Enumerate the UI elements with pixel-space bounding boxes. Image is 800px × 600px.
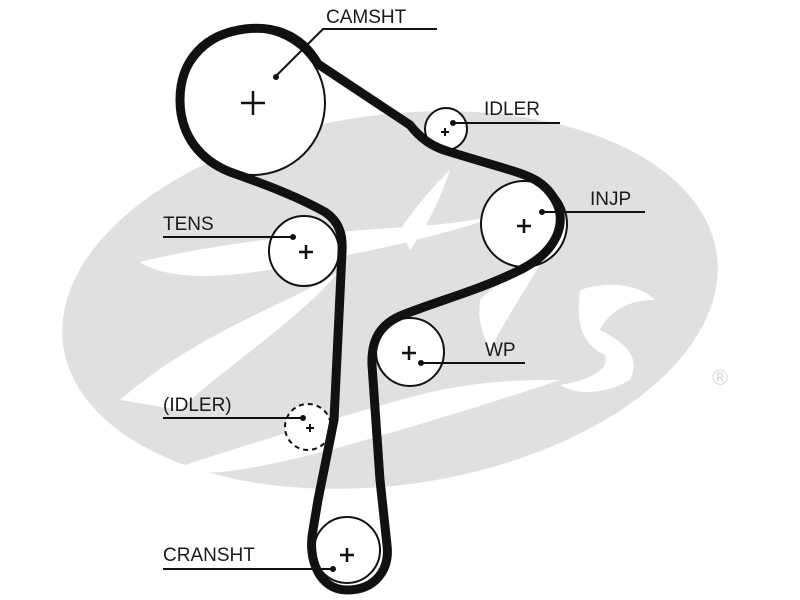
idler-top-center-cross-icon — [441, 128, 449, 136]
optional-idler-leader-dot — [300, 415, 306, 421]
leader-wp — [418, 360, 525, 366]
watermark-stroke-a — [400, 170, 450, 250]
idler-top-leader-dot — [450, 120, 456, 126]
injection-pump-leader-dot — [539, 209, 545, 215]
crankshaft-center-cross-icon — [340, 548, 354, 562]
camshaft-leader-line — [275, 28, 437, 77]
leader-injp — [539, 209, 645, 215]
label-camsht: CAMSHT — [326, 7, 407, 28]
watermark-stroke-s — [560, 284, 655, 392]
water-pump-center-cross-icon — [402, 346, 416, 360]
tensioner-center-cross-icon — [299, 245, 313, 259]
leader-idler-optional — [163, 415, 306, 421]
watermark-stroke-base — [170, 380, 560, 473]
watermark-stroke-t — [479, 265, 540, 350]
leader-tens — [163, 234, 296, 240]
label-idler-top: IDLER — [484, 99, 540, 120]
label-wp: WP — [485, 340, 516, 361]
registered-mark: ® — [712, 365, 728, 390]
camshaft-center-cross-icon — [241, 91, 265, 115]
label-cransht: CRANSHT — [163, 545, 255, 566]
label-injp: INJP — [590, 189, 631, 210]
tensioner-leader-dot — [290, 234, 296, 240]
camshaft-leader-dot — [273, 74, 279, 80]
injection-pump-center-cross-icon — [517, 219, 531, 233]
optional-idler-center-cross-icon — [306, 424, 314, 432]
watermark-stroke-g-left — [120, 270, 340, 410]
crankshaft-leader-dot — [330, 566, 336, 572]
label-tens: TENS — [163, 214, 214, 235]
leader-cransht — [163, 566, 336, 572]
label-idler-optional: (IDLER) — [163, 395, 232, 416]
leader-camsht — [273, 28, 437, 80]
timing-belt — [175, 23, 565, 595]
pulley-idler-optional — [284, 403, 332, 451]
pulley-tens — [268, 215, 340, 287]
gates-watermark: ® — [62, 111, 728, 489]
leader-idler-top — [450, 120, 560, 126]
water-pump-leader-dot — [418, 360, 424, 366]
